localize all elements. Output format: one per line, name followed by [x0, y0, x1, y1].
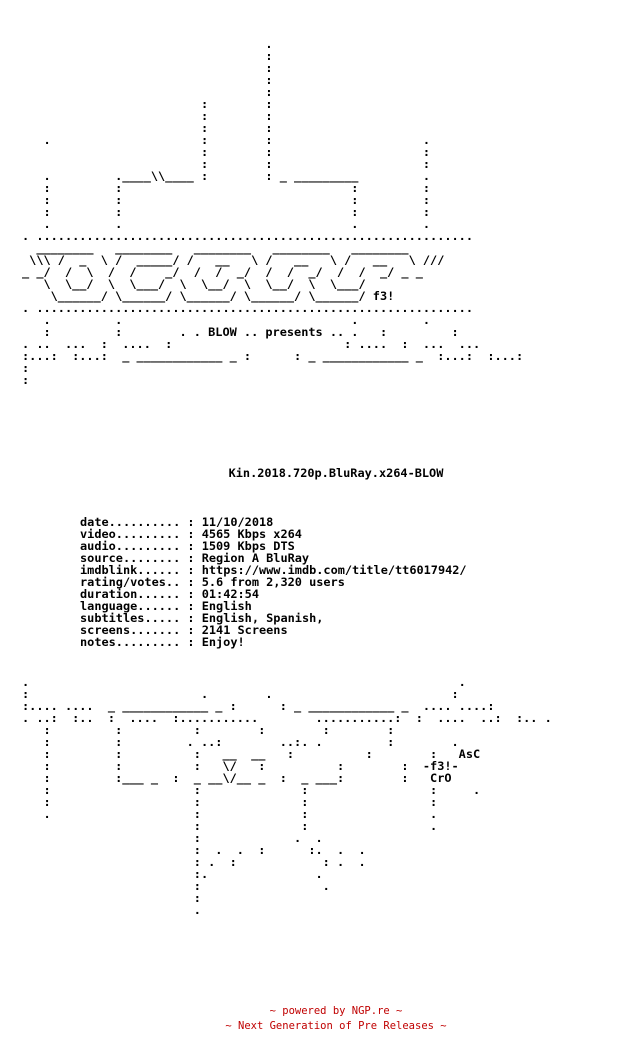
info-label: video	[80, 527, 116, 541]
info-leader: .......... :	[108, 515, 202, 529]
info-value: Region A BluRay	[201, 551, 310, 565]
info-value: Enjoy!	[201, 635, 245, 649]
info-leader: ...... :	[137, 563, 202, 577]
info-leader: ......... :	[115, 635, 202, 649]
info-label: audio	[80, 539, 116, 553]
info-leader: ...... :	[137, 599, 202, 613]
info-row: date.......... : 11/10/2018	[80, 515, 273, 529]
info-leader: ..... :	[144, 611, 202, 625]
nfo-footer-ascii-art: . . : . . : :.... .... _ ____________ _ …	[22, 675, 552, 917]
info-row: source........ : Region A BluRay	[80, 551, 309, 565]
info-row: rating/votes.. : 5.6 from 2,320 users	[80, 575, 345, 589]
release-name: Kin.2018.720p.BluRay.x264-BLOW	[228, 466, 444, 480]
info-label: duration	[80, 587, 138, 601]
nfo-header-ascii-art: . : : : : : :	[22, 37, 524, 387]
info-value: 5.6 from 2,320 users	[201, 575, 345, 589]
info-leader: ...... :	[137, 587, 202, 601]
info-label: subtitles	[80, 611, 145, 625]
footer-credits: ~ powered by NGP.re ~ ~ Next Generation …	[0, 1004, 640, 1034]
info-leader: .. :	[165, 575, 202, 589]
info-leader: ......... :	[115, 527, 202, 541]
info-row: screens....... : 2141 Screens	[80, 623, 288, 637]
info-label: rating/votes	[80, 575, 166, 589]
info-row: video......... : 4565 Kbps x264	[80, 527, 302, 541]
release-info-table: date.......... : 11/10/2018 video.......…	[80, 516, 467, 648]
info-value: English, Spanish,	[201, 611, 324, 625]
powered-by-text: ~ powered by NGP.re ~	[269, 1005, 403, 1017]
info-row: subtitles..... : English, Spanish,	[80, 611, 323, 625]
info-value: 11/10/2018	[201, 515, 274, 529]
info-value: https://www.imdb.com/title/tt6017942/	[201, 563, 467, 577]
info-label: screens	[80, 623, 131, 637]
info-value: 2141 Screens	[201, 623, 288, 637]
info-leader: ......... :	[115, 539, 202, 553]
info-leader: ........ :	[122, 551, 202, 565]
info-row: language...... : English	[80, 599, 252, 613]
info-label: imdblink	[80, 563, 138, 577]
info-label: date	[80, 515, 109, 529]
info-value: 1509 Kbps DTS	[201, 539, 295, 553]
info-label: language	[80, 599, 138, 613]
info-value: English	[201, 599, 252, 613]
info-value: 4565 Kbps x264	[201, 527, 302, 541]
info-row: imdblink...... : https://www.imdb.com/ti…	[80, 563, 467, 577]
info-row: audio......... : 1509 Kbps DTS	[80, 539, 295, 553]
info-row: notes......... : Enjoy!	[80, 635, 245, 649]
info-label: notes	[80, 635, 116, 649]
info-leader: ....... :	[130, 623, 202, 637]
tagline-text: ~ Next Generation of Pre Releases ~	[225, 1020, 447, 1032]
info-value: 01:42:54	[201, 587, 259, 601]
info-label: source	[80, 551, 123, 565]
info-row: duration...... : 01:42:54	[80, 587, 259, 601]
